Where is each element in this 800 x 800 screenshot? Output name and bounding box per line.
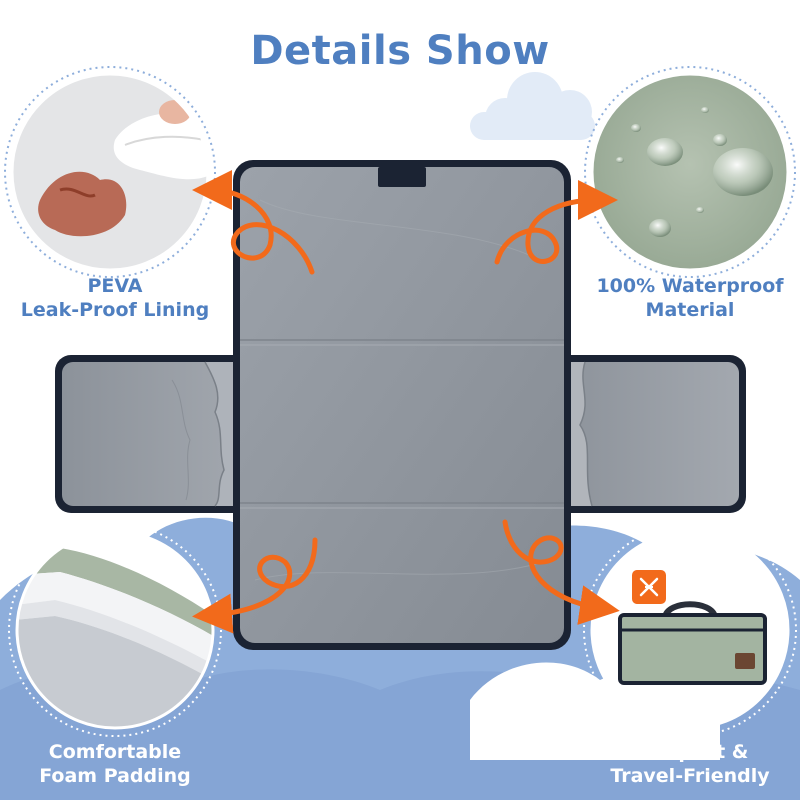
- background-clouds: [0, 72, 800, 800]
- feature-circle-waterproof: [584, 66, 796, 278]
- feature-caption-foam: Comfortable Foam Padding: [10, 740, 220, 788]
- arrow-top-right: [494, 180, 618, 265]
- feature-caption-line2: Foam Padding: [39, 765, 191, 787]
- page-title: Details Show: [250, 28, 550, 74]
- arrow-top-left: [192, 170, 315, 275]
- feature-circle-leak-proof: [4, 66, 216, 278]
- feature-caption-leak-proof: PEVA Leak-Proof Lining: [10, 274, 220, 322]
- arrows: [192, 170, 620, 634]
- feature-caption-waterproof: 100% Waterproof Material: [580, 274, 800, 322]
- feature-caption-line1: Compact &: [631, 741, 749, 763]
- arrow-bottom-left: [192, 537, 318, 634]
- feature-caption-line2: Travel-Friendly: [610, 765, 770, 787]
- left-flap: [55, 355, 255, 513]
- changing-mat: [55, 160, 746, 650]
- feature-caption-line2: Material: [645, 299, 735, 321]
- feature-caption-line1: 100% Waterproof: [596, 275, 784, 297]
- feature-circle-foam: [8, 523, 222, 737]
- feature-circle-compact: [583, 523, 797, 737]
- right-flap: [548, 355, 746, 513]
- compress-icon: [632, 570, 666, 604]
- feature-caption-line1: PEVA: [87, 275, 143, 297]
- feature-caption-compact: Compact & Travel-Friendly: [585, 740, 795, 788]
- feature-caption-line1: Comfortable: [48, 741, 182, 763]
- arrow-bottom-right: [502, 519, 620, 625]
- feature-caption-line2: Leak-Proof Lining: [20, 299, 210, 321]
